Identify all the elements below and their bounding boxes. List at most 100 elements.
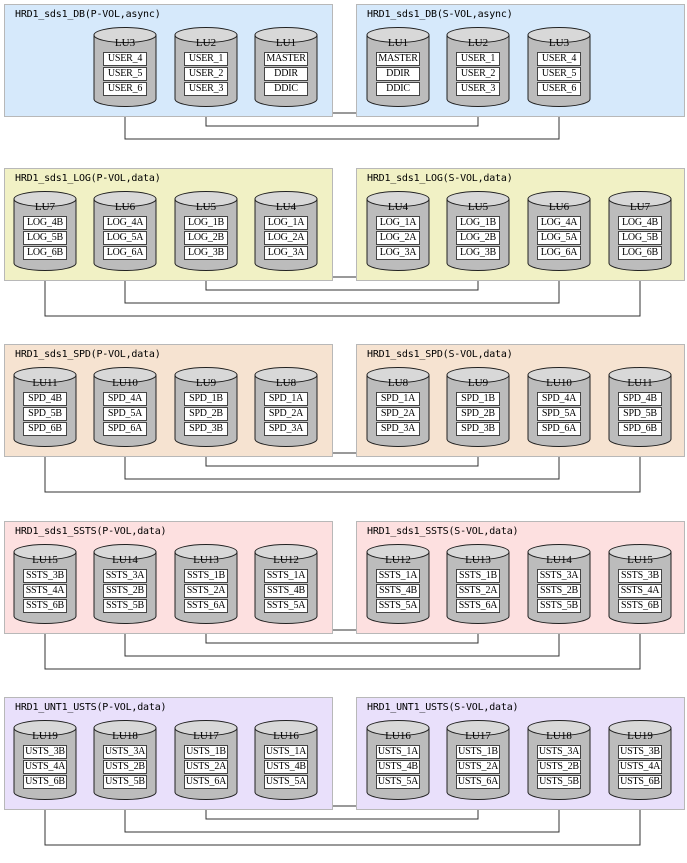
pair-connector-line: [124, 446, 560, 480]
volume-label: SSTS_4B: [376, 584, 420, 598]
volume-label: LOG_1B: [184, 216, 228, 230]
pair-connector-line: [124, 270, 560, 304]
volume-label: USER_3: [456, 82, 500, 96]
volume-label: SSTS_2A: [184, 584, 228, 598]
volume-label: LOG_4B: [23, 216, 67, 230]
pair-connector-line: [124, 623, 560, 657]
lu-label: LU7: [629, 201, 651, 213]
lu-label: LU13: [465, 554, 491, 566]
volume-label: SSTS_3A: [537, 569, 581, 583]
pair-connector-line: [44, 623, 641, 670]
volume-label: SSTS_6A: [456, 599, 500, 613]
volume-label: LOG_2B: [184, 231, 228, 245]
volume-label: USTS_1B: [456, 745, 500, 759]
volume-label: USTS_6A: [184, 775, 228, 789]
group-title: HRD1_sds1_SPD(S-VOL,data): [367, 349, 513, 360]
volume-label: LOG_4A: [537, 216, 581, 230]
volume-label: USTS_1B: [184, 745, 228, 759]
volume-label: SSTS_4A: [618, 584, 662, 598]
lu-label: LU11: [627, 377, 653, 389]
volume-label: DDIC: [376, 82, 420, 96]
lu-label: LU14: [112, 554, 138, 566]
volume-label: LOG_6A: [537, 246, 581, 260]
volume-label: USTS_2A: [184, 760, 228, 774]
pair-connector-line: [124, 799, 560, 833]
lu-label: LU8: [275, 377, 297, 389]
volume-label: USTS_5B: [537, 775, 581, 789]
volume-label: SPD_1B: [456, 392, 500, 406]
lu-label: LU15: [32, 554, 58, 566]
volume-label: USTS_2B: [103, 760, 147, 774]
volume-label: LOG_3A: [376, 246, 420, 260]
volume-label: USTS_1A: [376, 745, 420, 759]
lu-label: LU19: [627, 730, 653, 742]
volume-label: SSTS_5A: [376, 599, 420, 613]
volume-label: SPD_6B: [23, 422, 67, 436]
volume-label: USTS_6B: [23, 775, 67, 789]
volume-label: USTS_5A: [376, 775, 420, 789]
lu-label: LU16: [385, 730, 411, 742]
volume-label: LOG_2A: [376, 231, 420, 245]
volume-label: USER_6: [537, 82, 581, 96]
group-title: HRD1_sds1_LOG(P-VOL,data): [15, 173, 161, 184]
volume-label: LOG_6A: [103, 246, 147, 260]
volume-label: USTS_3B: [618, 745, 662, 759]
pair-connector-line: [124, 106, 560, 140]
volume-label: USER_1: [184, 52, 228, 66]
group-title: HRD1_UNT1_USTS(P-VOL,data): [15, 702, 167, 713]
volume-label: LOG_2B: [456, 231, 500, 245]
lu-label: LU17: [193, 730, 219, 742]
lu-label: LU4: [387, 201, 409, 213]
volume-label: SSTS_2A: [456, 584, 500, 598]
volume-label: USER_4: [103, 52, 147, 66]
volume-label: SPD_3A: [264, 422, 308, 436]
lu-label: LU12: [273, 554, 299, 566]
volume-label: USTS_6A: [456, 775, 500, 789]
lu-label: LU3: [548, 37, 570, 49]
pair-connector-line: [44, 799, 641, 846]
volume-label: LOG_3A: [264, 246, 308, 260]
lu-label: LU1: [387, 37, 409, 49]
lu-label: LU15: [627, 554, 653, 566]
volume-label: USTS_4A: [618, 760, 662, 774]
volume-label: SSTS_4B: [264, 584, 308, 598]
volume-label: SSTS_3B: [618, 569, 662, 583]
lu-label: LU5: [195, 201, 217, 213]
group-title: HRD1_sds1_DB(P-VOL,async): [15, 9, 161, 20]
volume-label: SSTS_4A: [23, 584, 67, 598]
volume-label: SPD_5A: [537, 407, 581, 421]
volume-label: LOG_6B: [23, 246, 67, 260]
lu-label: LU5: [467, 201, 489, 213]
volume-label: LOG_4B: [618, 216, 662, 230]
pair-connector-line: [44, 270, 641, 317]
volume-label: SPD_2B: [184, 407, 228, 421]
volume-label: LOG_3B: [184, 246, 228, 260]
volume-label: LOG_5A: [537, 231, 581, 245]
volume-label: USTS_5B: [103, 775, 147, 789]
lu-label: LU9: [195, 377, 217, 389]
volume-label: USER_2: [184, 67, 228, 81]
volume-label: SSTS_1B: [184, 569, 228, 583]
volume-label: USER_5: [103, 67, 147, 81]
volume-label: SPD_6A: [103, 422, 147, 436]
lu-label: LU10: [112, 377, 138, 389]
lu-label: LU8: [387, 377, 409, 389]
volume-label: USER_1: [456, 52, 500, 66]
volume-label: SPD_6B: [618, 422, 662, 436]
